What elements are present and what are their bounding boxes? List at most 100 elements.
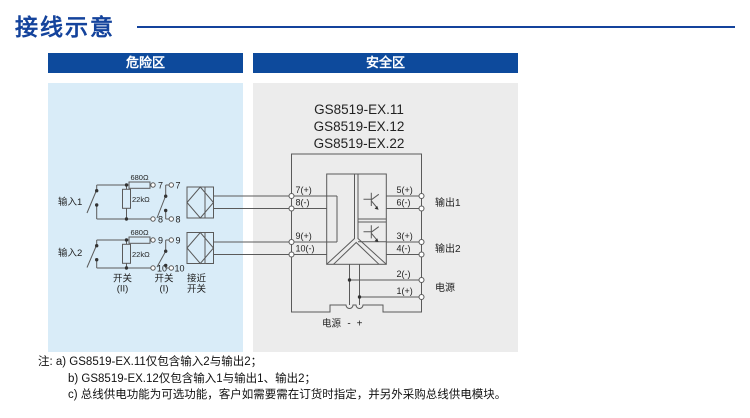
title-rule	[137, 26, 735, 28]
terminal-circle-2minus	[418, 277, 425, 283]
terminal-circle-9	[150, 237, 156, 243]
junction-dot	[95, 258, 99, 262]
bottom-power-label: 电源	[322, 318, 342, 330]
terminal-circle-4minus	[418, 251, 425, 258]
terminal-circle-3plus	[418, 239, 425, 245]
terminal-circle-1plus	[418, 294, 425, 300]
input1-label: 输入1	[58, 196, 82, 208]
terminal-circle-8	[150, 216, 156, 222]
junction-dot	[124, 183, 129, 187]
column-caption: 开关	[154, 273, 174, 285]
terminal-circle-10	[168, 265, 175, 271]
terminal-circle-8	[168, 216, 175, 222]
proximity-switch-1	[186, 186, 337, 219]
terminal-number: 7	[158, 181, 163, 191]
output-wires	[386, 195, 422, 255]
namur-box	[186, 232, 214, 264]
proximity-switch-2	[186, 231, 337, 265]
terminal-label: 4(-)	[397, 244, 411, 254]
switch1-wires-bottom	[165, 239, 169, 269]
column-caption: 开关	[187, 283, 207, 295]
power-wires	[349, 264, 422, 305]
model-number: GS8519-EX.11	[314, 102, 404, 117]
input2-switch-circuit: 680Ω 22kΩ 9 10 输入2	[58, 228, 167, 274]
terminal-number: 8	[176, 215, 181, 225]
transistor-arrow	[374, 205, 379, 210]
terminal-label: 3(+)	[397, 231, 413, 241]
terminal-circle-9	[168, 237, 175, 243]
note-line-b: b) GS8519-EX.12仅包含输入1与输出1、输出2；	[68, 372, 316, 385]
device-model-numbers: GS8519-EX.11 GS8519-EX.12 GS8519-EX.22	[314, 102, 405, 151]
terminal-circle-10minus	[288, 251, 295, 258]
terminal-label: 10(-)	[296, 244, 315, 254]
namur-box	[186, 186, 214, 219]
terminal-circle-8minus	[288, 205, 295, 212]
terminal-label: 7(+)	[296, 185, 312, 195]
transistor-lines	[363, 225, 380, 241]
safe-zone-header: 安全区	[253, 53, 518, 73]
input1-shunt-resistor-body	[122, 188, 131, 209]
output1-label: 输出1	[435, 196, 461, 209]
junction-dot	[357, 295, 362, 299]
namur-diamond	[186, 231, 215, 265]
input1-shunt-resistor-label: 22kΩ	[132, 195, 150, 204]
hazard-column-captions: 开关 (II) 开关 (I) 接近 开关	[113, 273, 207, 296]
terminal-number: 8	[158, 215, 163, 225]
switch-column-1: 7 8 9 10	[156, 181, 185, 274]
switch1-blade	[156, 197, 166, 219]
column-caption: (II)	[117, 284, 129, 295]
junction-dot	[164, 249, 168, 253]
notes-block: 注: a) GS8519-EX.11仅包含输入2与输出2； b) GS8519-…	[38, 354, 506, 404]
terminal-number: 10	[175, 264, 185, 274]
input1-switch-blade	[86, 191, 97, 214]
prox2-output-wires	[213, 241, 337, 255]
note-line-c: c) 总线供电功能为可选功能，客户如需要需在订货时指定，并另外采购总线供电模块。	[68, 389, 507, 401]
junction-dot	[164, 208, 168, 213]
transistor-lines	[363, 192, 380, 209]
terminal-circle-5plus	[418, 193, 425, 199]
prox1-output-wires	[213, 195, 337, 209]
output2-label: 输出2	[435, 242, 461, 255]
model-number: GS8519-EX.12	[314, 119, 405, 134]
transistor-arrow	[374, 238, 379, 243]
hazard-zone-header: 危险区	[48, 53, 243, 73]
junction-dot	[95, 244, 99, 248]
input2-series-resistor-label: 680Ω	[130, 228, 149, 237]
input2-switch-blade	[86, 246, 97, 268]
page-title: 接线示意	[15, 14, 115, 40]
junction-dot	[347, 278, 352, 282]
column-caption: 开关	[113, 273, 133, 285]
module-inner-box	[326, 173, 387, 265]
note-line-a: 注: a) GS8519-EX.11仅包含输入2与输出2；	[38, 356, 263, 368]
junction-dot	[124, 238, 129, 242]
terminal-circle-7	[150, 182, 156, 188]
terminal-circle-10	[150, 265, 156, 271]
terminal-label: 8(-)	[296, 198, 310, 208]
terminal-number: 10	[157, 264, 167, 274]
junction-dot	[164, 263, 168, 268]
transistor-output-1	[363, 192, 380, 210]
power-label: 电源	[435, 281, 455, 294]
namur-diamond	[186, 186, 215, 219]
terminal-circle-9plus	[288, 239, 295, 245]
junction-dot	[164, 194, 168, 198]
terminal-label: 2(-)	[397, 269, 411, 279]
terminal-number: 9	[176, 236, 181, 246]
input2-shunt-resistor-body	[122, 243, 131, 264]
isolator-module: 7(+) 8(-) 9(+) 10(-) 5(+) 6(-) 3(+) 4(-)…	[288, 153, 461, 330]
safe-zone-background	[253, 83, 518, 352]
input2-shunt-resistor-label: 22kΩ	[132, 250, 150, 259]
terminal-label: 1(+)	[397, 286, 413, 296]
terminal-circle-7	[168, 182, 175, 188]
input1-series-resistor-label: 680Ω	[130, 173, 149, 182]
input2-series-resistor-body	[128, 236, 151, 244]
junction-dot	[124, 217, 129, 221]
terminal-circle-6minus	[418, 205, 425, 212]
model-number: GS8519-EX.22	[314, 136, 405, 151]
output-compartment-lines	[358, 218, 387, 243]
bottom-power-plus: +	[357, 319, 363, 330]
input1-switch-circuit: 680Ω 22kΩ 7 8 输入1	[58, 173, 163, 225]
junction-dot	[95, 189, 99, 193]
terminal-label: 9(+)	[296, 231, 312, 241]
